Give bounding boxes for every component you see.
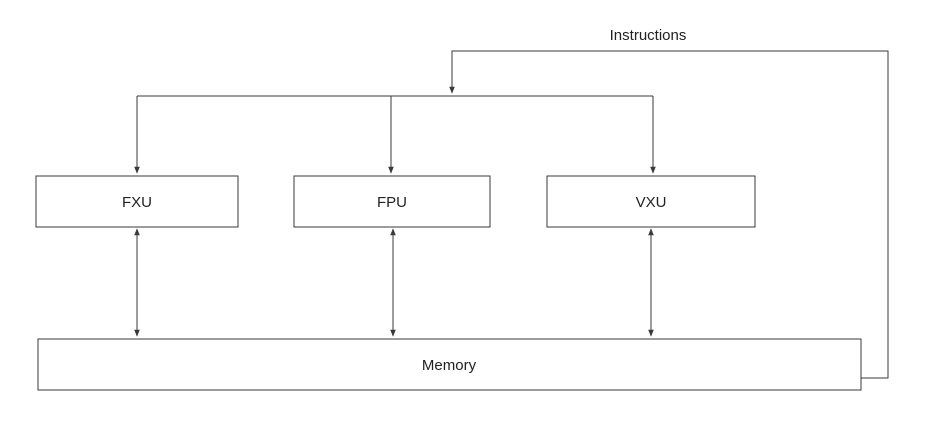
vxu-label: VXU [636, 194, 667, 211]
memory-label: Memory [422, 357, 477, 374]
instructions-label: Instructions [610, 27, 687, 44]
fxu-label: FXU [122, 194, 152, 211]
fxu-box: FXU [35, 175, 239, 228]
memory-box: Memory [37, 338, 862, 391]
fpu-label: FPU [377, 194, 407, 211]
fpu-box: FPU [293, 175, 491, 228]
vxu-box: VXU [546, 175, 756, 228]
instructions-feedback-line [449, 50, 889, 379]
